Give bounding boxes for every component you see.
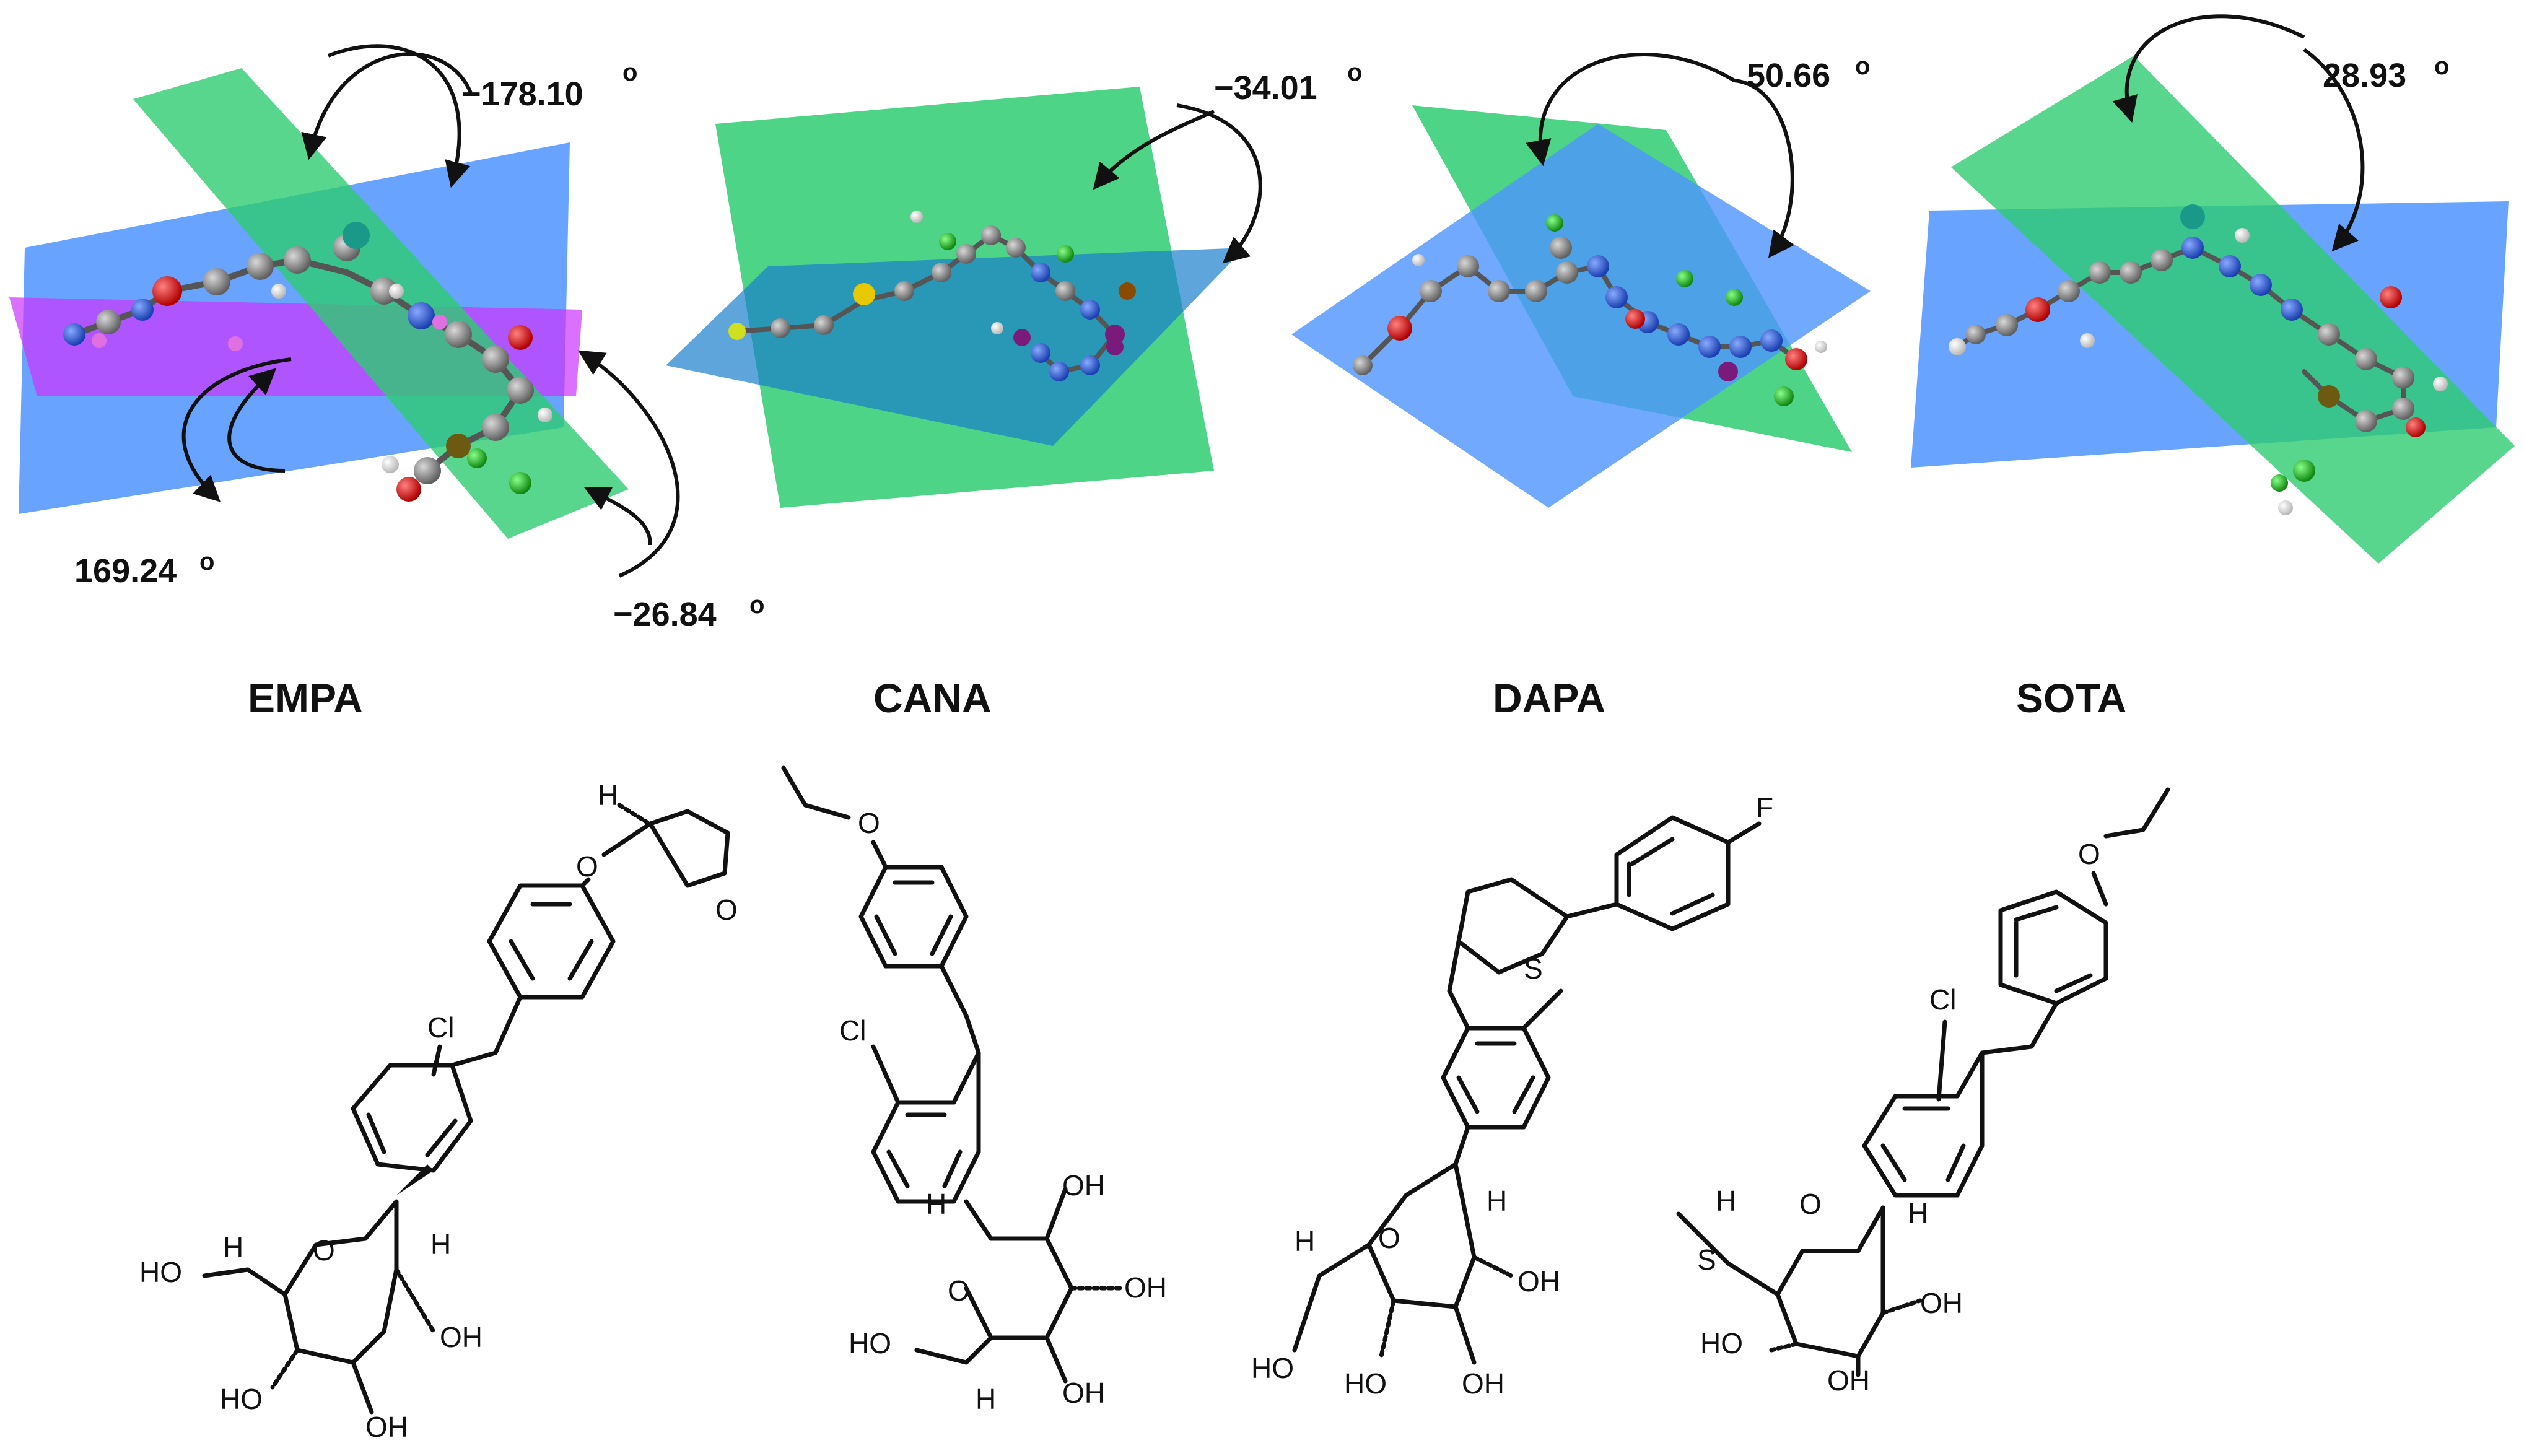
cana-label: CANA <box>873 675 992 721</box>
dapa-ball-and-stick <box>1353 214 1827 406</box>
cana-ball-and-stick <box>728 211 1136 381</box>
cana-angle-1: −34.01 <box>1214 69 1317 107</box>
empa-ball-and-stick <box>63 222 552 502</box>
cana-structure: O Cl O H OH OH OH HO H <box>781 765 1167 1415</box>
atom-label: Cl <box>427 1011 454 1044</box>
empa-3d-model: −178.10 o 169.24 o −26.84 o EMPA <box>9 44 764 721</box>
atom-label: Cl <box>1929 983 1956 1016</box>
atom-label: O <box>576 850 598 883</box>
empa-angle-2: 169.24 <box>74 552 177 590</box>
atom-label: Cl <box>839 1014 866 1047</box>
atom-label: O <box>1799 1188 1822 1220</box>
empa-angle-1: −178.10 <box>461 76 583 113</box>
sota-ball-and-stick <box>1949 204 2448 515</box>
empa-structure: O H O Cl O H H HO OH HO OH <box>139 779 738 1443</box>
sota-angle-1: 28.93 <box>2323 57 2406 94</box>
atom-label: O <box>1378 1222 1400 1254</box>
empa-angle-3: −26.84 <box>613 596 717 633</box>
cana-3d-model: −34.01 o CANA <box>666 59 1362 721</box>
atom-label: O <box>858 807 880 839</box>
dapa-3d-model: 50.66 o DAPA <box>1291 53 1871 721</box>
atom-label: OH <box>440 1321 483 1353</box>
dapa-structure: F S O H H OH HO HO OH <box>1251 791 1773 1400</box>
atom-label: H <box>1487 1185 1507 1217</box>
degree-symbol: o <box>1855 53 1870 80</box>
atom-label: OH <box>1920 1287 1963 1319</box>
atom-label: OH <box>1062 1377 1105 1409</box>
atom-label: HO <box>139 1256 182 1288</box>
atom-label: H <box>1908 1197 1928 1229</box>
blue-plane <box>666 248 1245 446</box>
atom-label: H <box>430 1228 451 1260</box>
atom-label: F <box>1756 791 1773 824</box>
atom-label: H <box>598 779 618 811</box>
atom-label: S <box>1524 953 1543 985</box>
atom-label: O <box>2078 838 2100 870</box>
atom-label: OH <box>1462 1367 1504 1400</box>
atom-label: HO <box>1700 1327 1743 1359</box>
sota-label: SOTA <box>2016 675 2126 721</box>
atom-label: OH <box>1827 1364 1870 1397</box>
degree-symbol: o <box>749 591 764 619</box>
empa-label: EMPA <box>248 675 363 721</box>
degree-symbol: o <box>2434 53 2449 80</box>
sota-3d-model: 28.93 o SOTA <box>1911 14 2515 721</box>
degree-symbol: o <box>622 59 637 86</box>
atom-label: OH <box>1517 1265 1560 1297</box>
atom-label: O <box>313 1234 335 1266</box>
dapa-label: DAPA <box>1493 675 1605 721</box>
blue-plane <box>1291 124 1871 508</box>
atom-label: OH <box>1062 1169 1105 1201</box>
atom-label: HO <box>849 1327 891 1359</box>
atom-label: OH <box>1124 1271 1167 1304</box>
degree-symbol: o <box>199 548 214 575</box>
atom-label: H <box>1295 1225 1315 1257</box>
degree-symbol: o <box>1347 59 1362 86</box>
atom-label: OH <box>365 1411 408 1443</box>
atom-label: H <box>926 1188 946 1220</box>
atom-label: H <box>1716 1185 1736 1217</box>
dapa-angle-1: 50.66 <box>1747 57 1830 94</box>
atom-label: H <box>223 1231 243 1263</box>
atom-label: HO <box>1344 1367 1387 1400</box>
sota-structure: O Cl O H H S OH HO OH <box>1676 787 2170 1397</box>
atom-label: HO <box>1251 1352 1294 1384</box>
atom-label: HO <box>220 1383 263 1415</box>
atom-label: O <box>715 894 738 926</box>
atom-label: O <box>948 1275 970 1307</box>
atom-label: H <box>976 1383 996 1415</box>
green-plane <box>1951 56 2515 564</box>
